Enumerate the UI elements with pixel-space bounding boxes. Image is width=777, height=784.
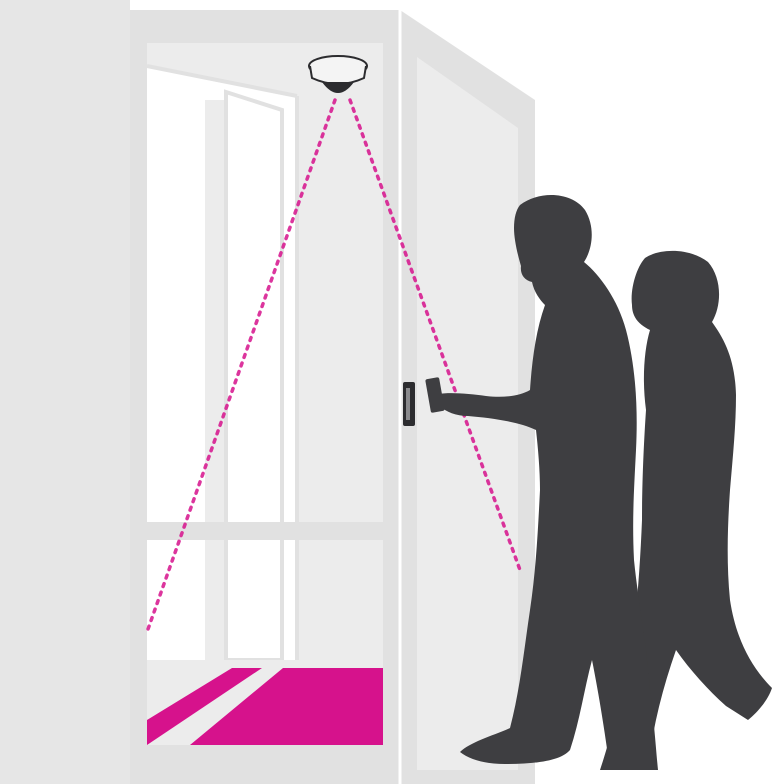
camera-housing (310, 66, 366, 84)
booth-interior-back-wall (297, 96, 383, 660)
booth-rear-post (205, 100, 226, 660)
reader-slot (406, 388, 410, 420)
left-wall (0, 0, 130, 784)
card-reader-icon (403, 382, 415, 426)
booth-rear-post-2 (226, 92, 282, 660)
booth-mid-transom (147, 522, 383, 540)
